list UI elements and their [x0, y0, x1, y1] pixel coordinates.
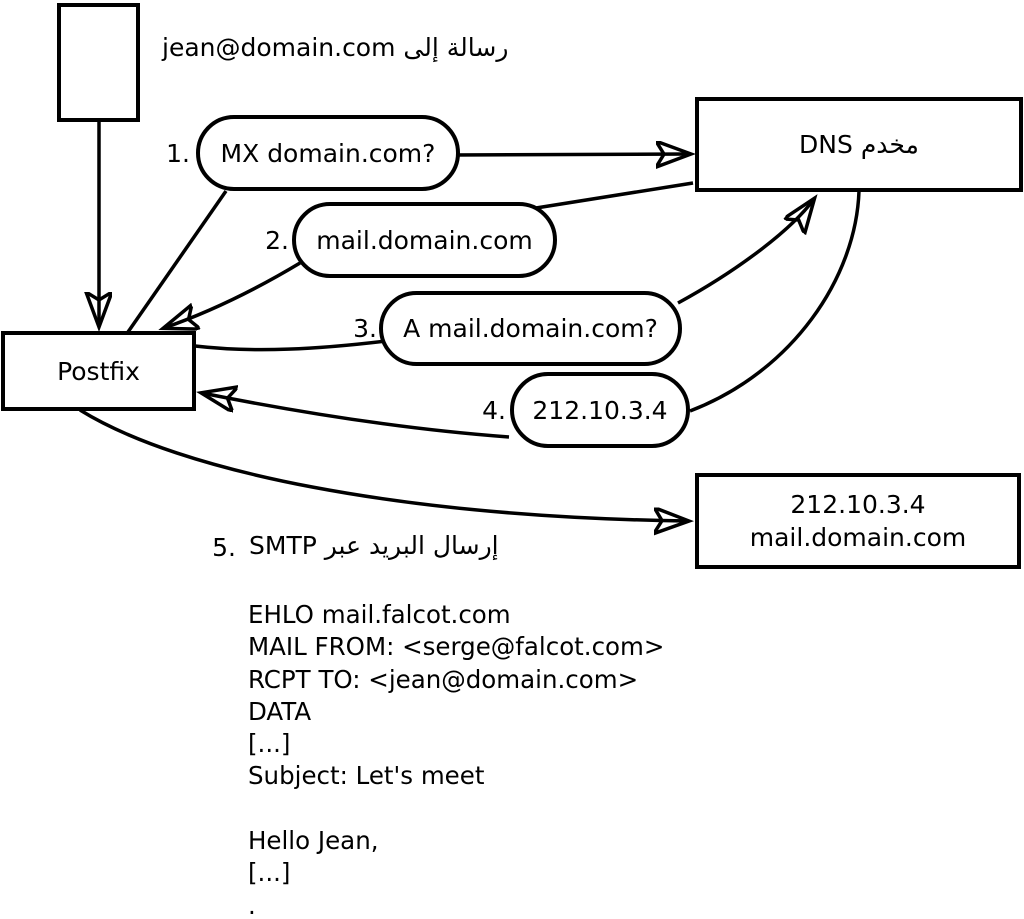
- step-5-label: إرسال البريد عبر SMTP: [249, 531, 499, 560]
- step-5-number: 5.: [212, 533, 236, 562]
- sender-box: [57, 3, 140, 122]
- step-3-number: 3.: [353, 314, 377, 343]
- postfix-label: Postfix: [57, 356, 140, 386]
- arrow-step2-to-postfix: [164, 261, 301, 328]
- message-note: رسالة إلى jean@domain.com: [162, 33, 509, 62]
- step-4-label: 212.10.3.4: [532, 395, 668, 425]
- line-dns-to-step2: [535, 181, 694, 210]
- arrow-step4-to-postfix: [202, 393, 510, 439]
- arrow-step3-to-dns: [677, 199, 814, 305]
- step-2-bubble: mail.domain.com: [292, 202, 557, 278]
- step-1-number: 1.: [166, 139, 190, 168]
- arrow-postfix-to-destination: [79, 408, 688, 521]
- dns-server-label: مخدم DNS: [799, 130, 919, 159]
- step-2-number: 2.: [265, 226, 289, 255]
- destination-ip: 212.10.3.4: [790, 490, 926, 519]
- step-3-bubble: A mail.domain.com?: [379, 291, 682, 366]
- step-4-number: 4.: [482, 396, 506, 425]
- postfix-box: Postfix: [1, 331, 196, 411]
- step-2-label: mail.domain.com: [316, 225, 533, 255]
- step-3-label: A mail.domain.com?: [403, 314, 658, 343]
- step-4-bubble: 212.10.3.4: [510, 372, 690, 448]
- destination-server-box: 212.10.3.4 mail.domain.com: [695, 473, 1021, 569]
- line-dns-to-step4: [689, 190, 861, 413]
- step-1-label: MX domain.com?: [220, 138, 436, 168]
- smtp-session-text: EHLO mail.falcot.com MAIL FROM: <serge@f…: [248, 600, 665, 919]
- step-1-bubble: MX domain.com?: [196, 115, 460, 191]
- destination-hostname: mail.domain.com: [749, 523, 967, 552]
- line-postfix-to-step1: [126, 190, 228, 333]
- line-postfix-to-step3: [194, 339, 387, 352]
- dns-server-box: مخدم DNS: [695, 97, 1023, 192]
- arrow-step1-to-dns: [451, 154, 690, 155]
